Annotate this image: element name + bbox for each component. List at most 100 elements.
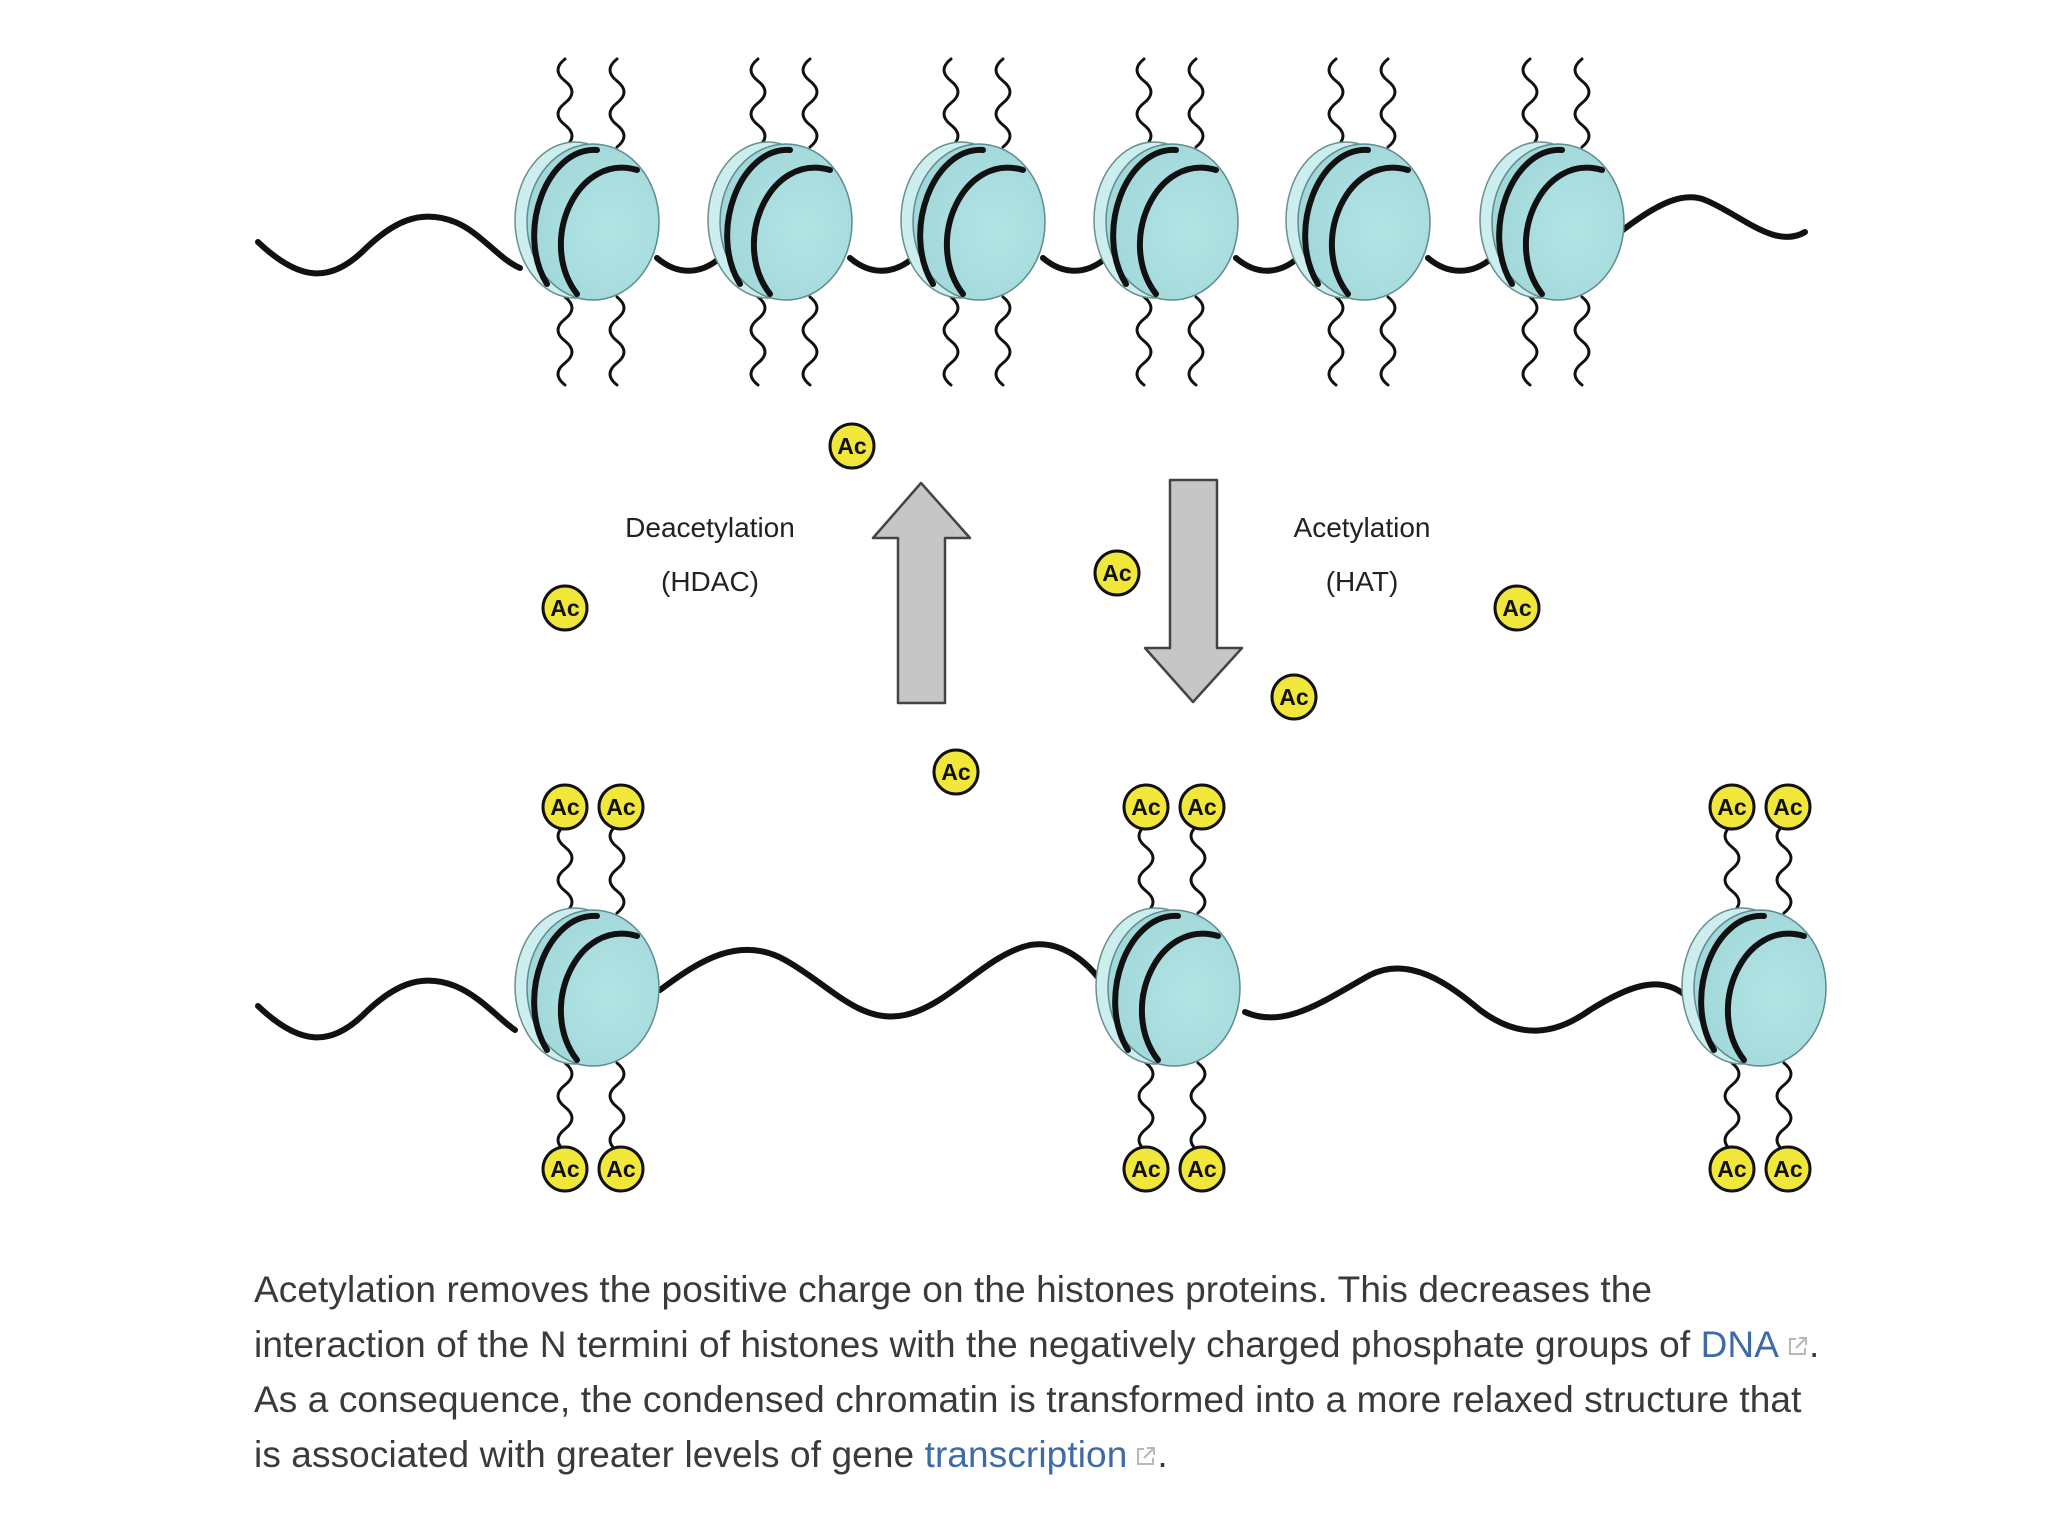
- histone-tail: [1723, 1061, 1741, 1153]
- condensed-dna-strand: [255, 213, 523, 277]
- histone-tail: [1189, 1061, 1207, 1153]
- svg-text:Ac: Ac: [1131, 1156, 1161, 1182]
- histone-tail: [1379, 295, 1397, 387]
- acetyl-group: Ac: [1708, 1145, 1756, 1193]
- histone-tail: [608, 1061, 626, 1153]
- acetyl-group: Ac: [541, 584, 589, 632]
- histone-tail: [1187, 295, 1205, 387]
- histone-tail: [1137, 823, 1155, 915]
- histone-tail: [608, 823, 626, 915]
- histone-tail: [1379, 57, 1397, 149]
- histone-tail: [608, 57, 626, 149]
- acetyl-group: Ac: [1093, 549, 1141, 597]
- svg-text:Ac: Ac: [1102, 560, 1132, 586]
- svg-text:Ac: Ac: [1773, 1156, 1803, 1182]
- histone-tail: [1573, 295, 1591, 387]
- svg-text:Ac: Ac: [1131, 794, 1161, 820]
- acetyl-group: Ac: [597, 1145, 645, 1193]
- histone-tail: [1573, 57, 1591, 149]
- histone-tail: [1135, 57, 1153, 149]
- svg-text:Ac: Ac: [1717, 794, 1747, 820]
- acetyl-group: Ac: [932, 748, 980, 796]
- acetyl-group: Ac: [1178, 783, 1226, 831]
- histone-tail: [556, 57, 574, 149]
- histone-tail: [1775, 823, 1793, 915]
- histone-tail: [942, 295, 960, 387]
- hat-label: (HAT): [1326, 566, 1399, 597]
- histone-tail: [749, 57, 767, 149]
- histone-tail: [1137, 1061, 1155, 1153]
- nucleosome: [900, 57, 1046, 387]
- acetyl-group: Ac: [1178, 1145, 1226, 1193]
- nucleosome: [707, 57, 853, 387]
- figure-caption: Acetylation removes the positive charge …: [254, 1262, 1834, 1482]
- histone-tail: [1521, 295, 1539, 387]
- dna-link[interactable]: DNA: [1701, 1324, 1809, 1365]
- nucleosome: [1479, 57, 1625, 387]
- histone-tail: [1775, 1061, 1793, 1153]
- histone-tail: [1187, 57, 1205, 149]
- histone-tail: [1327, 295, 1345, 387]
- acetyl-group: Ac: [597, 783, 645, 831]
- nucleosome: [1285, 57, 1431, 387]
- condensed-nucleosome-row: [514, 57, 1625, 387]
- acetyl-group: Ac: [1122, 783, 1170, 831]
- transcription-link[interactable]: transcription: [925, 1434, 1158, 1475]
- deacetylation-label: Deacetylation: [625, 512, 795, 543]
- condensed-dna-linkers: [654, 255, 1495, 274]
- external-link-icon: [1789, 1337, 1808, 1355]
- histone-tail: [749, 295, 767, 387]
- svg-text:Ac: Ac: [1773, 794, 1803, 820]
- histone-tail: [801, 295, 819, 387]
- acetyl-group: Ac: [1493, 584, 1541, 632]
- acetylation-arrow: [1143, 478, 1244, 704]
- acetyl-group: Ac: [541, 1145, 589, 1193]
- svg-text:Ac: Ac: [941, 759, 971, 785]
- histone-tail: [942, 57, 960, 149]
- acetyl-group: Ac: [1764, 783, 1812, 831]
- deacetylation-arrow: [871, 481, 972, 705]
- svg-text:Ac: Ac: [1279, 684, 1309, 710]
- svg-text:Ac: Ac: [550, 794, 580, 820]
- acetyl-group: Ac: [1270, 673, 1318, 721]
- external-link-icon: [1137, 1447, 1156, 1465]
- histone-tail: [1327, 57, 1345, 149]
- nucleosome: [514, 57, 660, 387]
- svg-text:Ac: Ac: [550, 595, 580, 621]
- acetyl-group: Ac: [1764, 1145, 1812, 1193]
- relaxed-dna-strand: [255, 941, 1688, 1041]
- histone-tail: [608, 295, 626, 387]
- svg-text:Ac: Ac: [1502, 595, 1532, 621]
- acetyl-group: Ac: [1122, 1145, 1170, 1193]
- svg-text:Ac: Ac: [1187, 794, 1217, 820]
- svg-text:Ac: Ac: [1187, 1156, 1217, 1182]
- acetyl-group: Ac: [1708, 783, 1756, 831]
- histone-tail: [1189, 823, 1207, 915]
- svg-text:Ac: Ac: [550, 1156, 580, 1182]
- condensed-dna-strand-right: [1607, 194, 1808, 243]
- svg-text:Ac: Ac: [837, 433, 867, 459]
- histone-tail: [556, 295, 574, 387]
- svg-text:Ac: Ac: [606, 1156, 636, 1182]
- histone-tail: [556, 1061, 574, 1153]
- svg-text:Ac: Ac: [606, 794, 636, 820]
- nucleosome: [1093, 57, 1239, 387]
- acetylation-label: Acetylation: [1294, 512, 1431, 543]
- hdac-label: (HDAC): [661, 566, 759, 597]
- histone-tail: [1521, 57, 1539, 149]
- svg-text:Ac: Ac: [1717, 1156, 1747, 1182]
- histone-tail: [994, 57, 1012, 149]
- histone-tail: [1723, 823, 1741, 915]
- histone-tail: [994, 295, 1012, 387]
- caption-text-end: .: [1157, 1434, 1168, 1475]
- histone-tail: [1135, 295, 1153, 387]
- acetyl-group: Ac: [828, 422, 876, 470]
- histone-tail: [801, 57, 819, 149]
